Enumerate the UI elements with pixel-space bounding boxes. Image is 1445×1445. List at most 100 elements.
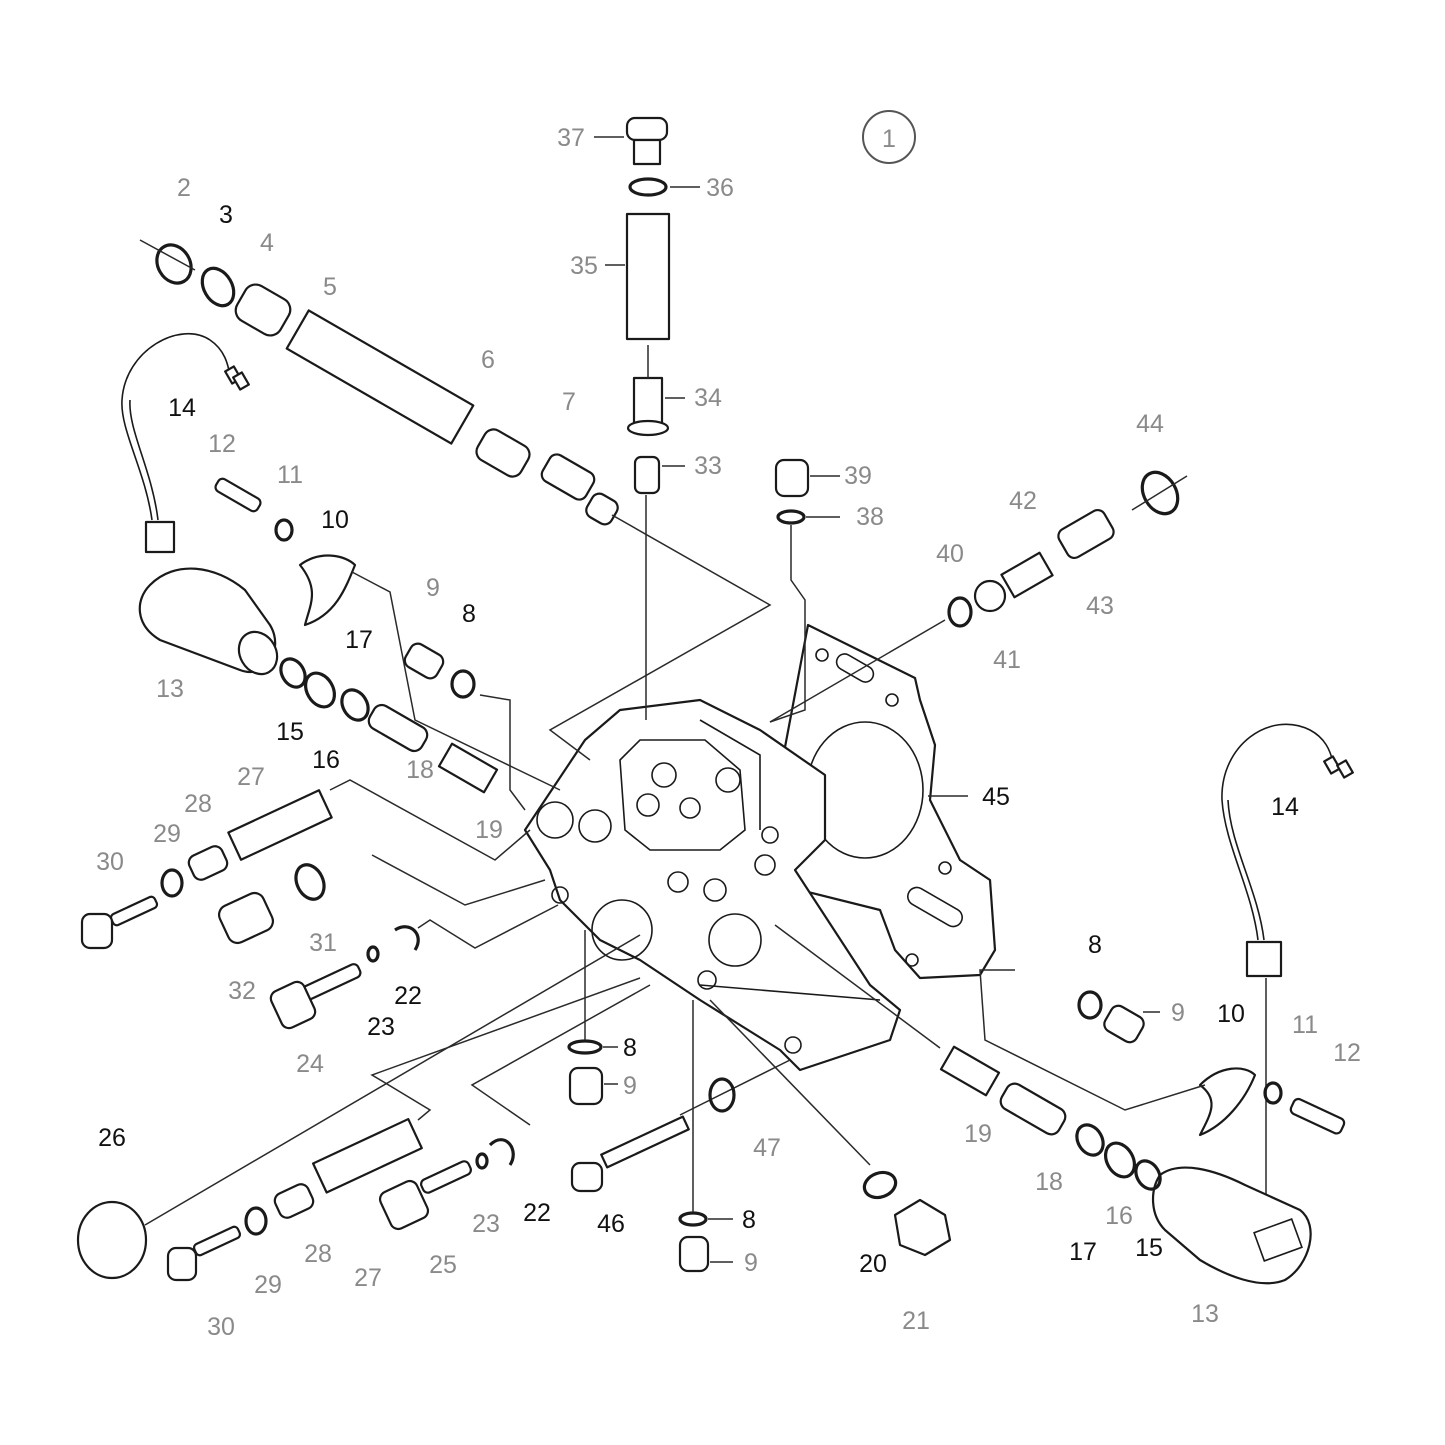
callout-c17b: 17 [1069,1238,1097,1266]
screw-12-left [214,477,262,513]
ring-17-left [340,688,370,722]
solenoid-13-right [1151,1166,1312,1285]
washer-8-bottom [678,1211,708,1227]
callout-c34: 34 [694,384,722,412]
o-ring-3 [200,266,236,308]
spring-35 [625,212,671,341]
callout-c28b: 28 [304,1240,332,1268]
piston-33 [633,455,661,495]
clamp-10-right [1198,1067,1257,1137]
ring-23-upper [366,945,380,963]
callout-c41: 41 [993,646,1021,674]
o-ring-15-right [1134,1159,1162,1191]
callout-c9c: 9 [623,1072,637,1100]
callout-c9a: 9 [426,574,440,602]
callout-c8a: 8 [462,600,476,628]
spring-19-left [437,742,499,794]
callout-c3: 3 [219,201,233,229]
wire-harness-14-right [1221,723,1354,978]
callout-c16b: 16 [1105,1202,1133,1230]
solenoid-13-left [138,567,279,676]
screw-12-right [1289,1097,1346,1135]
callout-c25: 25 [429,1251,457,1279]
sleeve-34 [626,376,670,437]
callout-c8b: 8 [1088,931,1102,959]
plug-39 [774,458,810,498]
sleeve-4 [234,283,292,337]
callout-c10a: 10 [321,506,349,534]
callout-c22a: 22 [394,982,422,1010]
callout-c42: 42 [1009,487,1037,515]
callout-c14a: 14 [168,394,196,422]
plug-26 [76,1200,148,1280]
callout-c24: 24 [296,1050,324,1078]
o-ring-15-left [279,657,307,689]
callout-c9d: 9 [744,1249,758,1277]
o-ring-31 [294,863,326,901]
valve-18-left [367,703,429,753]
callout-c37: 37 [557,124,585,152]
callout-c19a: 19 [475,816,503,844]
piston-28-upper [187,845,229,881]
spring-27-lower [312,1118,423,1194]
o-ring-16-left [303,671,337,709]
retaining-ring-2 [155,243,193,285]
callout-c33: 33 [694,452,722,480]
callout-c14b: 14 [1271,793,1299,821]
spring-5 [285,309,475,445]
o-ring-16-right [1103,1141,1137,1179]
callout-c13a: 13 [156,675,184,703]
sleeve-43 [1057,508,1115,560]
washer-11-right [1263,1081,1283,1105]
ball-41 [973,579,1007,613]
callout-c4: 4 [260,229,274,257]
callout-c12b: 12 [1333,1039,1361,1067]
clamp-10-left [298,554,357,627]
clip-22-lower [488,1138,515,1166]
spring-27-upper [227,789,333,861]
callout-c45: 45 [982,783,1010,811]
callout-c38: 38 [856,503,884,531]
screw-25 [378,1160,472,1231]
spring-42 [1000,551,1054,599]
washer-40 [947,596,973,628]
plug-9-bottom [678,1235,710,1273]
callout-c20: 20 [859,1250,887,1278]
group-badge-number: 1 [882,125,896,153]
label-ticks [594,136,1160,1263]
ring-23-lower [475,1152,489,1170]
plug-32 [217,891,275,945]
callout-c8c: 8 [623,1034,637,1062]
seal-20 [862,1170,898,1200]
callout-c6: 6 [481,346,495,374]
clip-22-upper [394,925,420,951]
valve-7 [540,453,619,526]
callout-c16a: 16 [312,746,340,774]
callout-c23a: 23 [367,1013,395,1041]
callout-c12a: 12 [208,430,236,458]
callout-c21: 21 [902,1307,930,1335]
callout-c39: 39 [844,462,872,490]
spring-19-right [939,1045,1001,1097]
piston-28-lower [273,1183,315,1219]
group-badge [862,110,916,164]
screw-24 [269,963,362,1030]
callout-c40: 40 [936,540,964,568]
washer-29-upper [160,868,184,898]
piston-6 [475,428,531,478]
callout-c11b: 11 [1292,1011,1318,1039]
callout-c28a: 28 [184,790,212,818]
callout-c31: 31 [309,929,337,957]
callout-c35: 35 [570,252,598,280]
callout-c15a: 15 [276,718,304,746]
callout-c36: 36 [706,174,734,202]
callout-c17a: 17 [345,626,373,654]
valve-body [523,698,902,1072]
plug-21 [893,1198,952,1257]
washer-8-center [567,1039,603,1055]
callout-c8d: 8 [742,1206,756,1234]
callout-c7: 7 [562,388,576,416]
